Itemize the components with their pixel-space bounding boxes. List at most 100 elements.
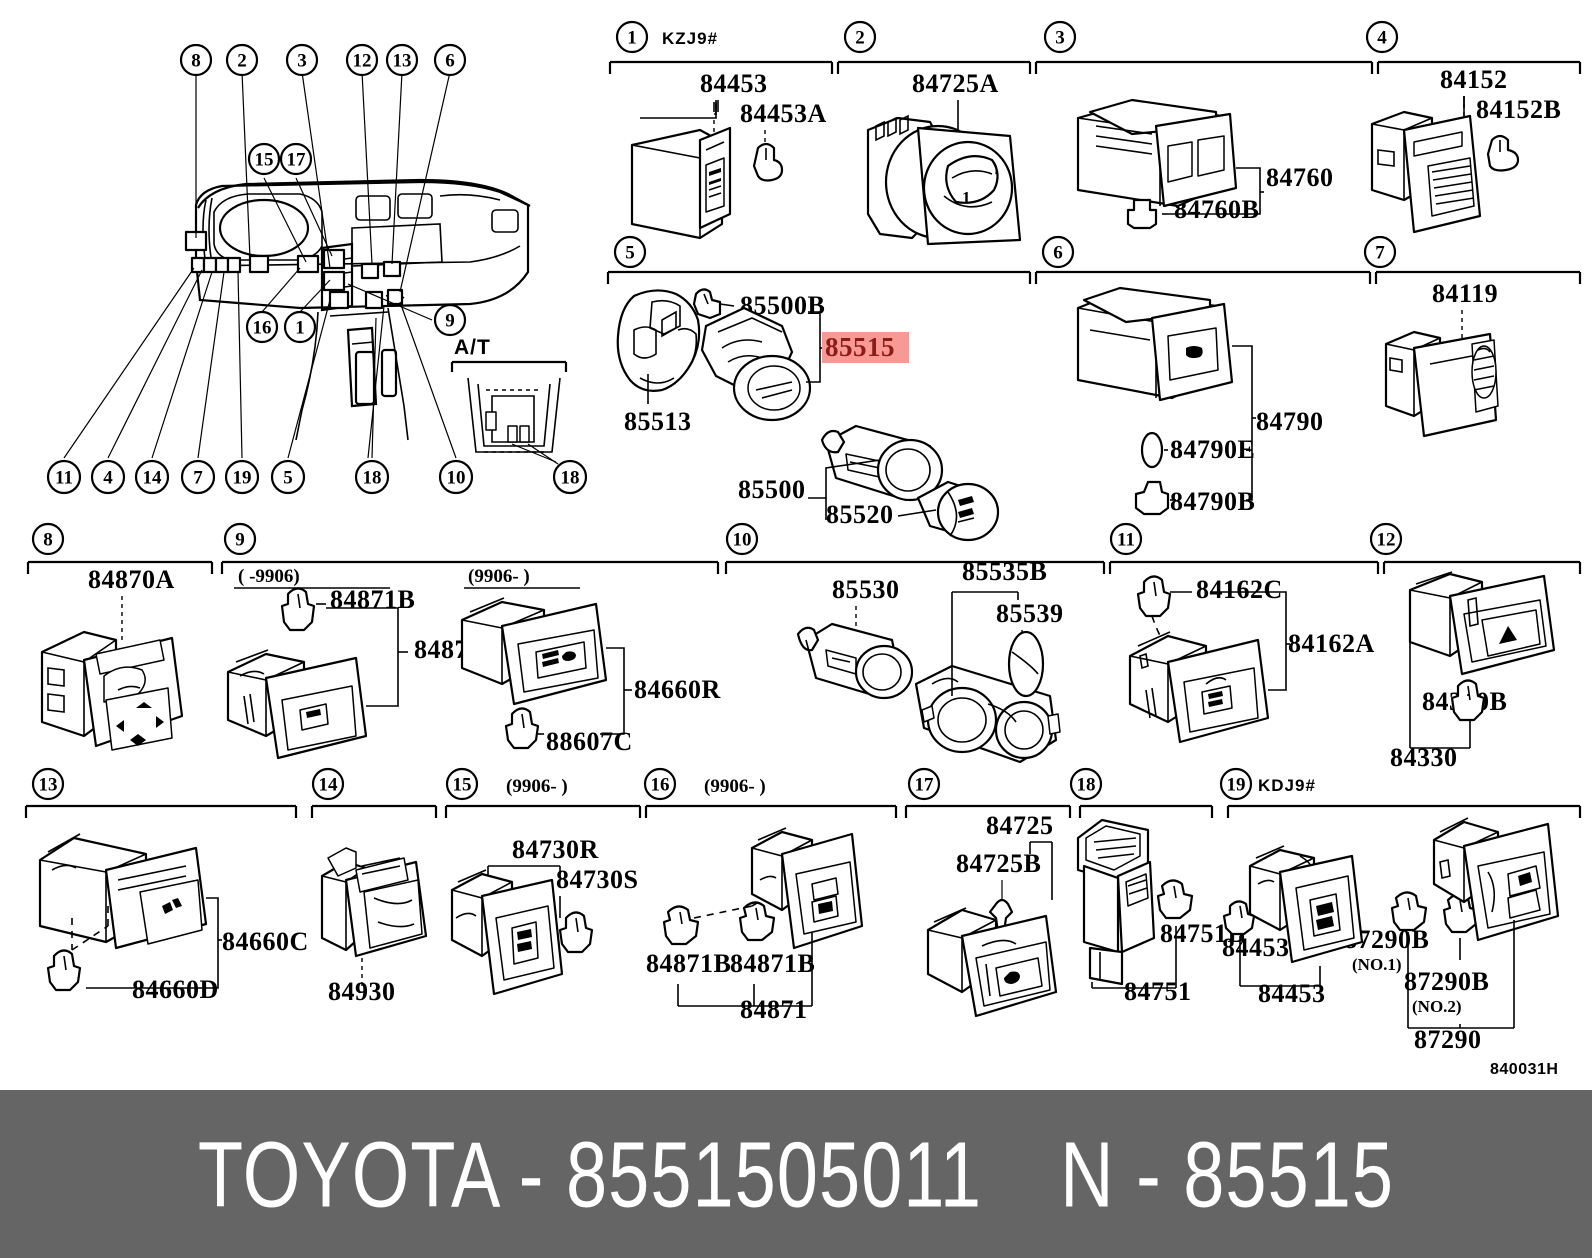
group-18-parts: 84751B 84751 — [1076, 818, 1245, 1006]
group-2-number: 2 — [855, 28, 865, 49]
group-5-number: 5 — [625, 243, 635, 264]
callout-16: 16 — [253, 318, 272, 339]
group-bracket-4: 4 — [1365, 20, 1582, 74]
group-1-number: 1 — [627, 28, 637, 49]
part-label-88607C: 88607C — [546, 727, 633, 756]
group-13-parts: 84660C 84660D — [38, 833, 309, 1004]
callout-19: 19 — [233, 468, 252, 489]
group-bracket-11: 11 — [1108, 522, 1380, 574]
footer-secondary-number: N - 85515 — [1060, 1122, 1395, 1226]
group-bracket-10: 10 — [724, 522, 1106, 574]
group-2-parts: 84725A 1 — [866, 69, 1022, 246]
part-label-85535B: 85535B — [962, 557, 1047, 586]
part-label-84453A: 84453A — [740, 99, 827, 128]
group-bracket-16: 16 (9906- ) — [643, 767, 898, 818]
part-label-84152B: 84152B — [1476, 95, 1561, 124]
group-16-number: 16 — [651, 775, 670, 796]
dashboard-illustration: 8 2 3 12 13 6 15 17 16 1 9 — [46, 43, 588, 495]
knob-marker: 1 — [962, 188, 971, 207]
group-15-number: 15 — [453, 775, 472, 796]
part-label-84730S: 84730S — [556, 865, 638, 894]
date-range-15: (9906- ) — [506, 776, 568, 797]
group-bracket-12: 12 — [1369, 522, 1582, 574]
callout-18: 18 — [363, 468, 382, 489]
group-8-number: 8 — [43, 530, 53, 551]
group-bracket-15: 15 (9906- ) — [444, 767, 642, 818]
footer-brand-part-number: TOYOTA - 8551505011 — [197, 1122, 983, 1226]
part-label-84790E: 84790E — [1170, 435, 1255, 464]
date-range-16: (9906- ) — [704, 776, 766, 797]
group-6-parts: 84790 84790E 84790B — [1076, 286, 1324, 516]
group-9-number: 9 — [235, 530, 245, 551]
group-3-number: 3 — [1055, 28, 1065, 49]
group-bracket-1: 1 KZJ9# — [608, 20, 834, 74]
group-bracket-9: 9 — [220, 522, 720, 574]
group-11-parts: 84162C 84162A — [1128, 575, 1375, 744]
callout-4: 4 — [103, 468, 113, 489]
group-1-parts: 84453 84453A — [630, 69, 827, 240]
callout-12: 12 — [353, 51, 372, 72]
group-bracket-17: 17 — [904, 767, 1072, 818]
group-17-number: 17 — [915, 775, 935, 796]
part-label-85500: 85500 — [738, 475, 806, 504]
group-19-code: KDJ9# — [1258, 776, 1316, 795]
callout-11: 11 — [55, 468, 73, 489]
part-label-84162A: 84162A — [1288, 629, 1375, 658]
group-17-parts: 84725 84725B — [926, 811, 1058, 1018]
part-label-84453: 84453 — [700, 69, 768, 98]
group-13-number: 13 — [39, 775, 58, 796]
group-bracket-8: 8 — [26, 522, 214, 574]
callout-7: 7 — [193, 468, 203, 489]
group-7-number: 7 — [1375, 243, 1385, 264]
callout-9: 9 — [445, 311, 455, 332]
dashboard-callouts-top: 8 2 3 12 13 6 — [179, 43, 467, 77]
part-label-84871B-a: 84871B — [646, 949, 731, 978]
part-label-84760: 84760 — [1266, 163, 1334, 192]
callout-2: 2 — [237, 51, 247, 72]
group-7-parts: 84119 — [1384, 279, 1499, 438]
group-14-number: 14 — [319, 775, 339, 796]
part-label-84790: 84790 — [1256, 407, 1324, 436]
dashboard-callouts-inner: 16 1 — [245, 310, 317, 344]
group-11-number: 11 — [1117, 530, 1135, 551]
part-label-87290B-2: 87290B — [1404, 967, 1489, 996]
group-10-number: 10 — [733, 530, 752, 551]
group-14-parts: 84930 — [320, 847, 428, 1006]
group-bracket-6: 6 — [1034, 235, 1372, 284]
highlighted-part-background — [822, 332, 909, 363]
sub-label-no1: (NO.1) — [1352, 955, 1402, 974]
date-range-9b: (9906- ) — [468, 566, 530, 587]
part-label-84119: 84119 — [1432, 279, 1498, 308]
part-label-84453-2: 84453 — [1258, 979, 1326, 1008]
group-bracket-5: 5 — [606, 235, 1032, 284]
callout-13: 13 — [393, 51, 412, 72]
part-label-84725A: 84725A — [912, 69, 999, 98]
highlighted-part-85515[interactable]: 85515 — [825, 332, 895, 362]
part-label-85530: 85530 — [832, 575, 900, 604]
footer-content: TOYOTA - 8551505011 N - 85515 — [198, 1121, 1394, 1227]
group-bracket-7: 7 — [1363, 235, 1582, 284]
at-label: A/T — [454, 336, 491, 359]
part-label-84730R: 84730R — [512, 835, 599, 864]
part-label-85520: 85520 — [826, 500, 894, 529]
group-bracket-19: 19 KDJ9# — [1219, 767, 1582, 818]
part-label-87290: 87290 — [1414, 1025, 1482, 1054]
callout-6: 6 — [445, 51, 455, 72]
group-12-parts: 84330B 84330 — [1390, 571, 1556, 772]
part-label-84152: 84152 — [1440, 65, 1508, 94]
part-label-84725B: 84725B — [956, 849, 1041, 878]
callout-17: 17 — [287, 150, 307, 171]
group-1-code: KZJ9# — [662, 29, 718, 48]
part-label-84660C: 84660C — [222, 927, 309, 956]
group-bracket-14: 14 — [310, 767, 438, 818]
group-4-number: 4 — [1377, 28, 1387, 49]
group-15-parts: 84730R 84730S — [450, 835, 638, 996]
group-5-parts: 85500B 85513 85500 85520 — [616, 288, 1000, 542]
part-label-84871B: 84871B — [330, 585, 415, 614]
date-range-9a: ( -9906) — [238, 566, 300, 587]
group-12-number: 12 — [1377, 530, 1396, 551]
callout-15: 15 — [255, 150, 274, 171]
part-label-84660R: 84660R — [634, 675, 721, 704]
part-label-84870A: 84870A — [88, 565, 175, 594]
